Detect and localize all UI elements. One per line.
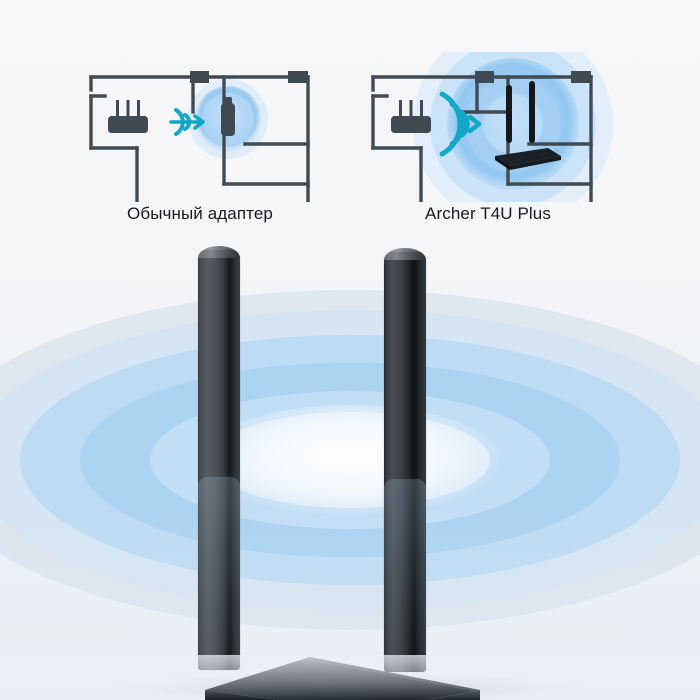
usb-adapter-icon [221,97,235,136]
panel-label-ordinary-adapter: Обычный адаптер [127,204,273,223]
wifi-strong-icon [439,91,482,157]
panel-ordinary-adapter: Обычный адаптер [75,52,325,237]
door-block-top-left [190,71,209,83]
signal-ripple-rings [0,280,700,640]
ripple-center-glow [200,405,500,515]
door-block-top-right [571,71,591,83]
door-block-top-left [475,71,494,83]
router-icon [391,100,431,133]
router-icon [108,100,148,133]
t4u-plus-adapter-icon [495,81,561,170]
panel-label-archer-t4u-plus: Archer T4U Plus [425,204,551,223]
comparison-panels: Обычный адаптер [0,0,700,240]
panel-archer-t4u-plus: Archer T4U Plus [363,52,613,237]
floor-plan-icon-t4u [371,52,613,202]
door-block-top-right [288,71,308,83]
wifi-weak-icon [169,108,205,136]
floor-plan-walls [89,75,310,202]
floor-plan-icon-ordinary [89,71,310,202]
